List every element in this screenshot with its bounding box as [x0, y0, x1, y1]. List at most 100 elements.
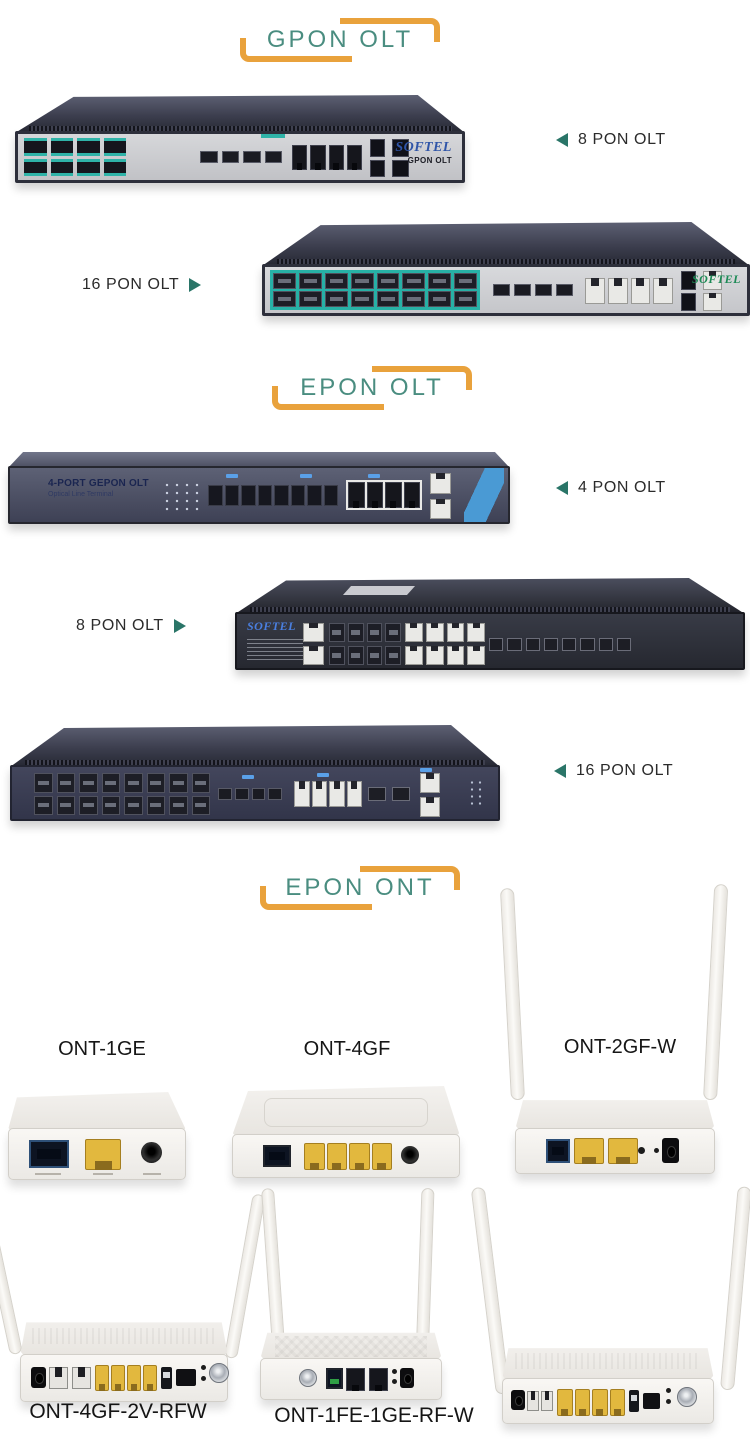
slot-port [243, 151, 261, 163]
sfp-metal-port [101, 795, 120, 815]
sfp-metal-port [56, 773, 75, 793]
wifi-antenna [720, 1186, 750, 1391]
spec-text-lines [247, 636, 303, 660]
rj45-dark-port [346, 145, 362, 171]
right-arrow-icon [189, 278, 202, 292]
panel-clip [261, 134, 285, 138]
slot-lite-port [368, 787, 386, 801]
wps-button [201, 1376, 206, 1381]
rj45-dark-port [328, 145, 344, 171]
ont-name-label: ONT-4GF-2V-RFW [29, 1400, 207, 1423]
cage-port [392, 159, 409, 177]
callout-16-pon-olt: 16 PON OLT [82, 276, 202, 294]
sfp-dark-port [323, 485, 338, 506]
rj45-light-port [446, 623, 465, 642]
sfp-metal-port [124, 773, 143, 793]
section-title: GPON OLT [266, 26, 414, 53]
lan-rj45-group [557, 1389, 625, 1416]
reset-button [392, 1369, 397, 1374]
front-panel: SOFTEL [262, 264, 750, 316]
port-label [35, 1173, 61, 1175]
callout-8-pon-olt-epon: 8 PON OLT [76, 617, 186, 635]
usb-port [629, 1390, 639, 1412]
section-header-epon-olt: EPON OLT [272, 366, 472, 410]
brand-block: SOFTEL [692, 272, 741, 287]
slot-port [218, 788, 232, 800]
device-ont-4gf-2v-rfw [0, 1192, 266, 1432]
sfp-metal-port [273, 273, 296, 289]
console-rj45-group [303, 623, 324, 665]
bracket-top-icon [360, 866, 460, 890]
pon-sc-port [263, 1145, 291, 1167]
rj45-light-port [607, 278, 628, 304]
sfp-metal-port [329, 646, 345, 665]
sfp-metal-port [146, 773, 165, 793]
callout-4-pon-olt: 4 PON OLT [556, 479, 666, 497]
bracket-bottom-icon [272, 386, 384, 410]
rj45-yellow-port [127, 1365, 141, 1391]
dc-power-jack [400, 1368, 414, 1388]
port-label [143, 1173, 161, 1175]
brand-logo-text: SOFTEL [691, 272, 741, 286]
blue-stripe-decoration [464, 468, 504, 522]
wps-button [666, 1399, 671, 1404]
reset-button [201, 1365, 206, 1370]
console-label [420, 768, 432, 772]
device-epon-4pon-olt: 4-PORT GEPON OLT Optical Line Terminal [8, 452, 510, 534]
console-group [392, 139, 409, 177]
sfp-metal-port [350, 291, 374, 307]
section-title: EPON OLT [300, 374, 444, 401]
sfp-teal-port [50, 158, 73, 176]
rj45-dark-port [310, 145, 326, 171]
device-ont-4gf [232, 1086, 460, 1180]
sfp-dark-port [224, 485, 239, 506]
wps-button [392, 1379, 397, 1384]
slot-port [221, 151, 239, 163]
reset-button [638, 1147, 645, 1154]
slot-lite-port [392, 787, 410, 801]
rj45-light-port [303, 623, 324, 642]
chassis-top [15, 95, 465, 133]
slot-port [234, 788, 249, 800]
ont-top-face [502, 1348, 714, 1380]
left-arrow-icon [554, 764, 566, 778]
device-epon-16pon-olt [10, 725, 500, 821]
front-panel [10, 765, 500, 821]
rj45-yellow-port [326, 1143, 347, 1170]
device-gpon-16pon-olt: SOFTEL [262, 222, 750, 318]
sfp-metal-port [428, 291, 452, 307]
callout-label: 8 PON OLT [578, 131, 666, 148]
lan-rj45-port [85, 1139, 121, 1170]
rj45-yellow-port [349, 1143, 370, 1170]
rj45-light-port [630, 278, 651, 304]
section-title: EPON ONT [285, 874, 435, 901]
sfp-metal-port [454, 291, 477, 307]
brand-logo-text: SOFTEL [395, 140, 452, 155]
sfp-metal-port [146, 795, 165, 815]
device-ont-2gf-w [495, 883, 745, 1182]
sfp-metal-port [366, 646, 383, 665]
pon-port [176, 1369, 196, 1386]
ont-top-face [232, 1086, 460, 1136]
sfp-metal-port [402, 291, 426, 307]
slot-lite-port [543, 638, 558, 651]
led-label [226, 474, 238, 478]
sfp-dark-port [307, 485, 322, 506]
rj45-yellow-port [304, 1143, 325, 1170]
dc-power-jack [662, 1138, 679, 1163]
device-epon-8pon-olt: SOFTEL [235, 578, 745, 670]
slot-port [493, 284, 510, 296]
panel-title: 4-PORT GEPON OLT [48, 478, 149, 489]
callout-label: 8 PON OLT [76, 617, 164, 634]
bracket-top-icon [372, 366, 472, 390]
rj45-dark-port [366, 482, 383, 508]
sfp-teal-port [103, 138, 126, 156]
sfp-metal-port [273, 291, 296, 307]
cage-port [370, 159, 385, 177]
rj45-yellow-port [143, 1365, 157, 1391]
slot-lite-port [580, 638, 595, 651]
led-label [317, 773, 329, 777]
lan-rj45-group [346, 1368, 388, 1391]
slot-lite-port [616, 638, 631, 651]
